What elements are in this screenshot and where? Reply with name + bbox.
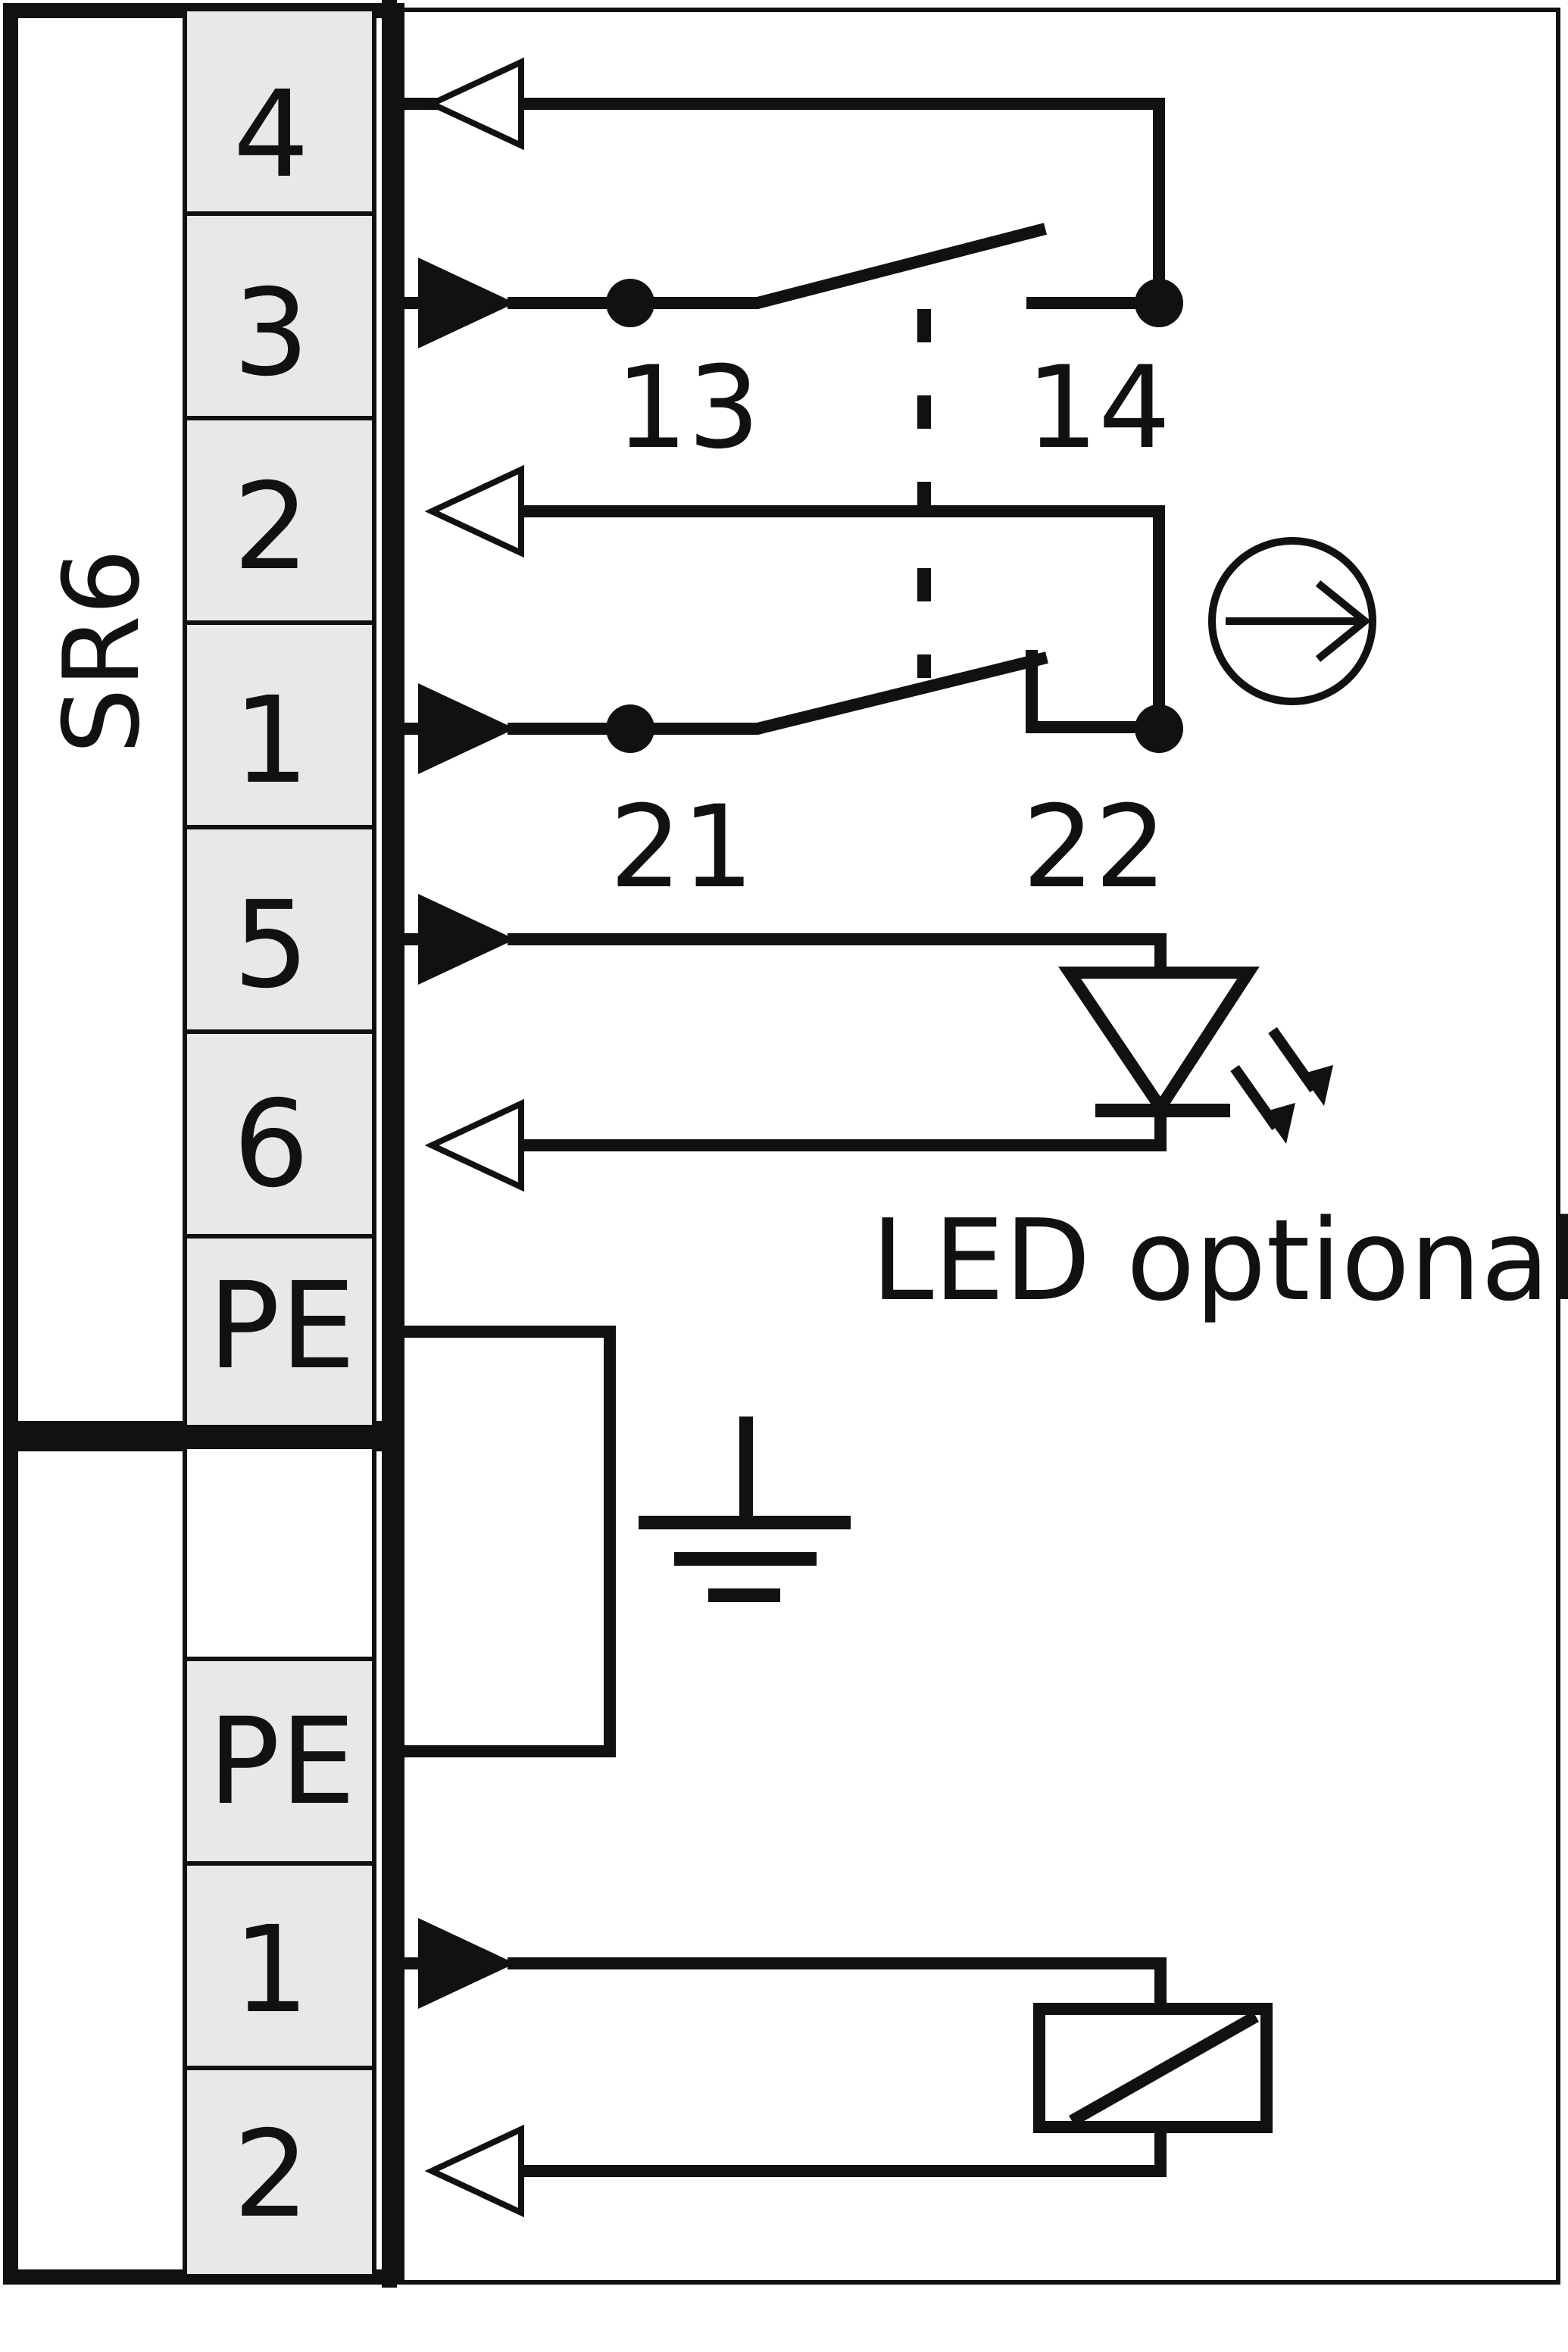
arrow-open-coil-2 — [424, 2124, 524, 2218]
contact-label-22: 22 — [1023, 782, 1167, 914]
input-arrows — [418, 258, 515, 2009]
device-name-label: SR6 — [41, 548, 163, 754]
wire-terminal-6 — [523, 1114, 1167, 1151]
arrow-open-4 — [424, 57, 524, 151]
wire-terminal-3 — [508, 223, 1047, 309]
contact-dots — [606, 279, 1183, 753]
solenoid-coil-icon — [1033, 2003, 1273, 2133]
terminal-strip-upper — [183, 7, 376, 1429]
contact-label-14: 14 — [1026, 342, 1171, 474]
terminal-label-5: 5 — [233, 876, 310, 1015]
contact-dot-13 — [606, 279, 654, 327]
arrow-open-2 — [424, 464, 524, 558]
terminal-label-coil-1: 1 — [233, 1901, 310, 2040]
wire-coil-1 — [508, 1957, 1167, 2009]
wire-coil-2 — [523, 2127, 1167, 2177]
positive-opening-arrow-icon — [1208, 537, 1376, 705]
terminal-label-4: 4 — [233, 65, 310, 205]
terminal-strip-lower — [183, 1445, 376, 2279]
wire-terminal-5 — [508, 933, 1167, 979]
arrow-filled-coil-1 — [418, 1918, 515, 2009]
contact-label-13: 13 — [616, 342, 761, 474]
wire-pe-bridge — [397, 1326, 616, 1757]
earth-ground-icon — [639, 1417, 851, 1602]
wire-terminal-2 — [523, 505, 1165, 727]
arrow-filled-3 — [418, 258, 515, 348]
contact-22-bracket — [1026, 650, 1159, 733]
wiring — [397, 98, 1167, 2177]
terminal-label-3: 3 — [233, 264, 310, 403]
contact-dot-22 — [1135, 704, 1183, 753]
contact-label-21: 21 — [610, 782, 754, 914]
terminal-label-6: 6 — [233, 1075, 310, 1214]
terminal-label-pe-lower: PE — [208, 1692, 355, 1832]
contact-labels: 13 14 21 22 — [610, 342, 1171, 914]
terminal-label-2: 2 — [233, 458, 310, 597]
led-optional-label: LED optional — [871, 1195, 1568, 1326]
contact-dot-21 — [606, 704, 654, 753]
terminal-labels: 4 3 2 1 5 6 PE PE 1 2 — [208, 65, 355, 2244]
arrow-filled-1 — [418, 683, 515, 774]
wire-terminal-4 — [397, 98, 1165, 301]
terminal-label-1: 1 — [233, 671, 310, 811]
wire-terminal-1 — [508, 651, 1048, 735]
arrow-filled-5 — [418, 894, 515, 985]
output-arrows — [424, 57, 524, 2218]
contact-dot-14 — [1135, 279, 1183, 327]
led-diode-icon — [1057, 967, 1333, 1144]
terminal-label-pe-upper: PE — [208, 1257, 355, 1396]
terminal-label-coil-2: 2 — [233, 2105, 310, 2244]
arrow-open-6 — [424, 1098, 524, 1192]
